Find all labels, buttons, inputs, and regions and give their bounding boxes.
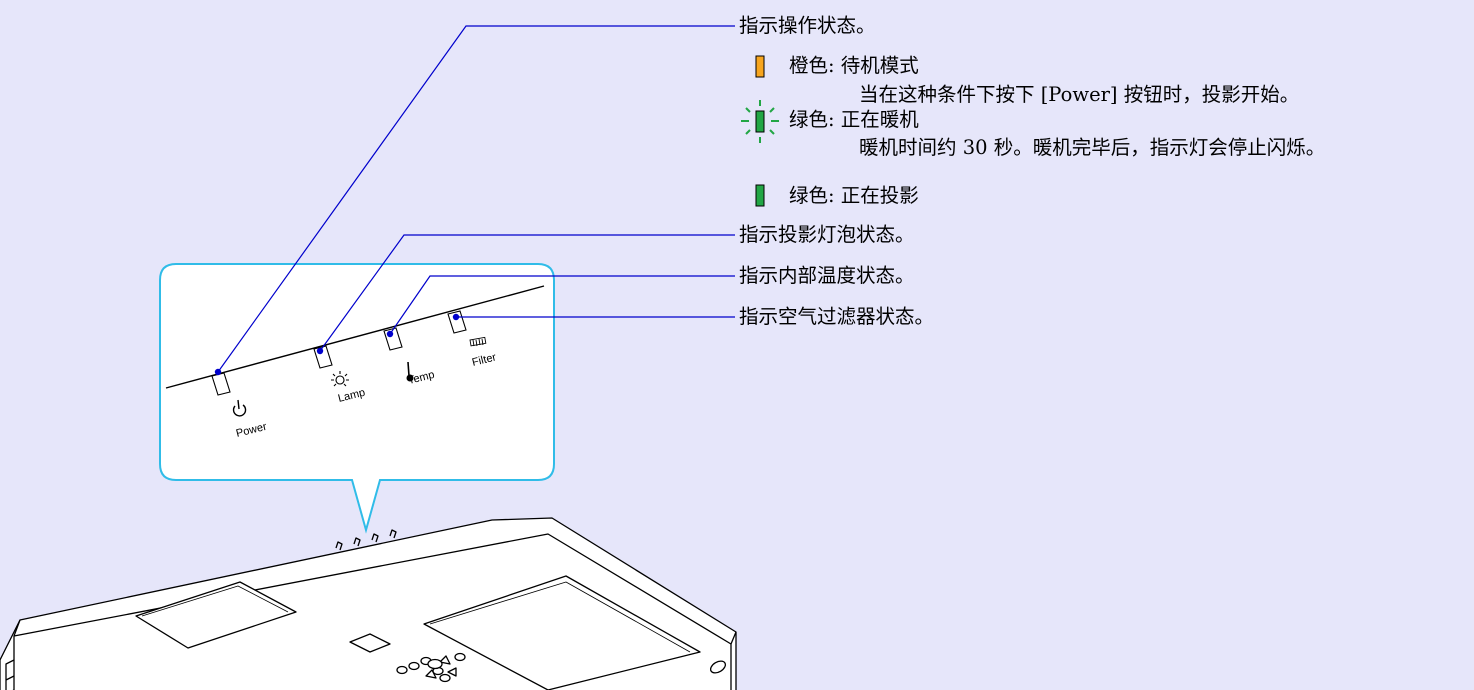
filter-status-callout: 指示空气过滤器状态。 (739, 305, 935, 328)
leader-endpoint-dots (214, 313, 460, 376)
lamp-symbol-icon (331, 371, 349, 387)
state-label-standby: 橙色: 待机模式 (789, 54, 919, 77)
projector-body (0, 517, 737, 690)
lamp-leader-line (319, 234, 735, 352)
state-label-projecting: 绿色: 正在投影 (789, 184, 919, 207)
temp-status-callout: 指示内部温度状态。 (739, 264, 915, 287)
power-leader-line (217, 25, 735, 373)
filter-symbol-icon (469, 336, 487, 347)
orange-indicator-icon (755, 55, 765, 78)
power-status-callout: 指示操作状态。 (739, 14, 876, 37)
leader-lines (217, 25, 735, 373)
state-detail-warming: 暖机时间约 30 秒。暖机完毕后，指示灯会停止闪烁。 (859, 136, 1326, 159)
green-indicator-icon (755, 184, 765, 207)
lamp-status-callout: 指示投影灯泡状态。 (739, 223, 915, 246)
power-symbol-icon (232, 399, 247, 417)
temp-leader-line (389, 275, 735, 335)
state-detail-standby: 当在这种条件下按下 [Power] 按钮时，投影开始。 (859, 83, 1300, 106)
panel-edge-line (165, 285, 545, 389)
state-label-warming: 绿色: 正在暖机 (789, 108, 919, 131)
panel-label-filter: Filter (471, 351, 498, 369)
green-flashing-indicator-icon (741, 100, 779, 143)
thermometer-icon (406, 361, 414, 382)
